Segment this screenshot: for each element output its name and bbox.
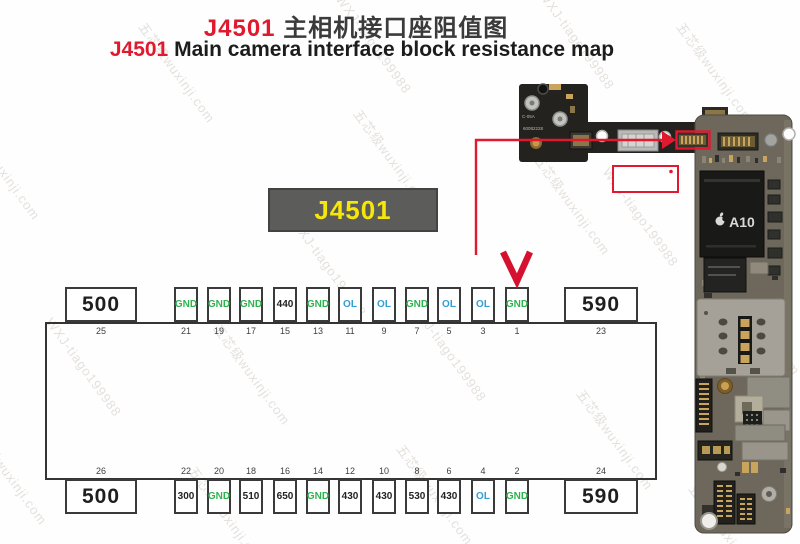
pin-value-box-24: 590 [564,479,638,514]
pin-value-box-10: 430 [372,479,396,514]
pin-number-2: 2 [514,466,520,476]
pin-number-21: 21 [180,326,191,336]
pin-number-23: 23 [595,326,606,336]
pin-value-box-7: GND [405,287,429,322]
pin-value-box-14: GND [306,479,330,514]
pin-value-box-25: 500 [65,287,137,322]
screw-hole-icon [782,127,796,141]
pin-value-box-4: OL [471,479,495,514]
pin-value-box-22: 300 [174,479,198,514]
soc-label: A10 [729,214,755,230]
pin-number-20: 20 [213,466,224,476]
pin-number-10: 10 [378,466,389,476]
passive-components [709,155,790,514]
pin-value-box-15: 440 [273,287,297,322]
pin-number-22: 22 [180,466,191,476]
pin-number-11: 11 [345,326,355,336]
pin-number-13: 13 [312,326,323,336]
pin-number-8: 8 [414,466,420,476]
pin-value-box-21: GND [174,287,198,322]
pin-value-box-13: GND [306,287,330,322]
component-label-j4501: J4501 [268,188,438,232]
pin-value-box-1: GND [505,287,529,322]
pin-value-box-23: 590 [564,287,638,322]
pin-number-4: 4 [480,466,486,476]
pin-value-box-9: OL [372,287,396,322]
pin-value-box-5: OL [437,287,461,322]
flex-silkscreen-text: C-05A [522,114,535,119]
title-code-en: J4501 [109,38,169,61]
title-text-zh: 主相机接口座阻值图 [283,15,509,42]
watermark: 五芯级wuxinji.com [0,116,44,223]
pin-number-5: 5 [446,326,452,336]
screw-hole-icon [537,83,549,95]
pin-value-box-8: 530 [405,479,429,514]
pin-number-24: 24 [595,466,606,476]
title-code-zh: J4501 [203,15,276,42]
flex-silkscreen-text: 60082228 [523,126,544,131]
pin-number-16: 16 [279,466,290,476]
screw-hole-icon [595,129,609,143]
pin-value-box-16: 650 [273,479,297,514]
pin-value-box-6: 430 [437,479,461,514]
page-title-zh: J4501 主相机接口座阻值图 [0,8,712,43]
pin-value-box-18: 510 [239,479,263,514]
pin-value-box-26: 500 [65,479,137,514]
pin-number-15: 15 [279,326,290,336]
pin-number-17: 17 [245,326,256,336]
title-text-en: Main camera interface block resistance m… [174,38,615,61]
screw-hole-icon [658,130,672,144]
pin-number-18: 18 [245,466,256,476]
pin-number-25: 25 [95,326,106,336]
pin-number-26: 26 [95,466,106,476]
a10-chip: A10 [699,170,765,258]
pin-value-box-11: OL [338,287,362,322]
pin-number-3: 3 [480,326,486,336]
pin-number-19: 19 [213,326,224,336]
page-title-en: J4501 Main camera interface block resist… [0,38,724,62]
small-chips [767,179,783,276]
pin-number-14: 14 [312,466,323,476]
screw-icon [763,132,779,148]
pin-number-1: 1 [514,326,520,336]
fpc-connector-icon [736,493,756,525]
logic-board: A10 [677,107,796,534]
pin-value-box-20: GND [207,479,231,514]
screw-hole-icon [700,512,718,530]
pin-value-box-19: GND [207,287,231,322]
pin-number-6: 6 [446,466,452,476]
pin-value-box-3: OL [471,287,495,322]
pin-number-7: 7 [414,326,420,336]
sim-reader [696,298,786,377]
pin-value-box-12: 430 [338,479,362,514]
pin-value-box-2: GND [505,479,529,514]
pin-number-12: 12 [344,466,355,476]
pin-value-box-17: GND [239,287,263,322]
pin-number-9: 9 [381,326,387,336]
apple-logo-icon [715,216,725,226]
screw-hole-icon [717,462,727,472]
